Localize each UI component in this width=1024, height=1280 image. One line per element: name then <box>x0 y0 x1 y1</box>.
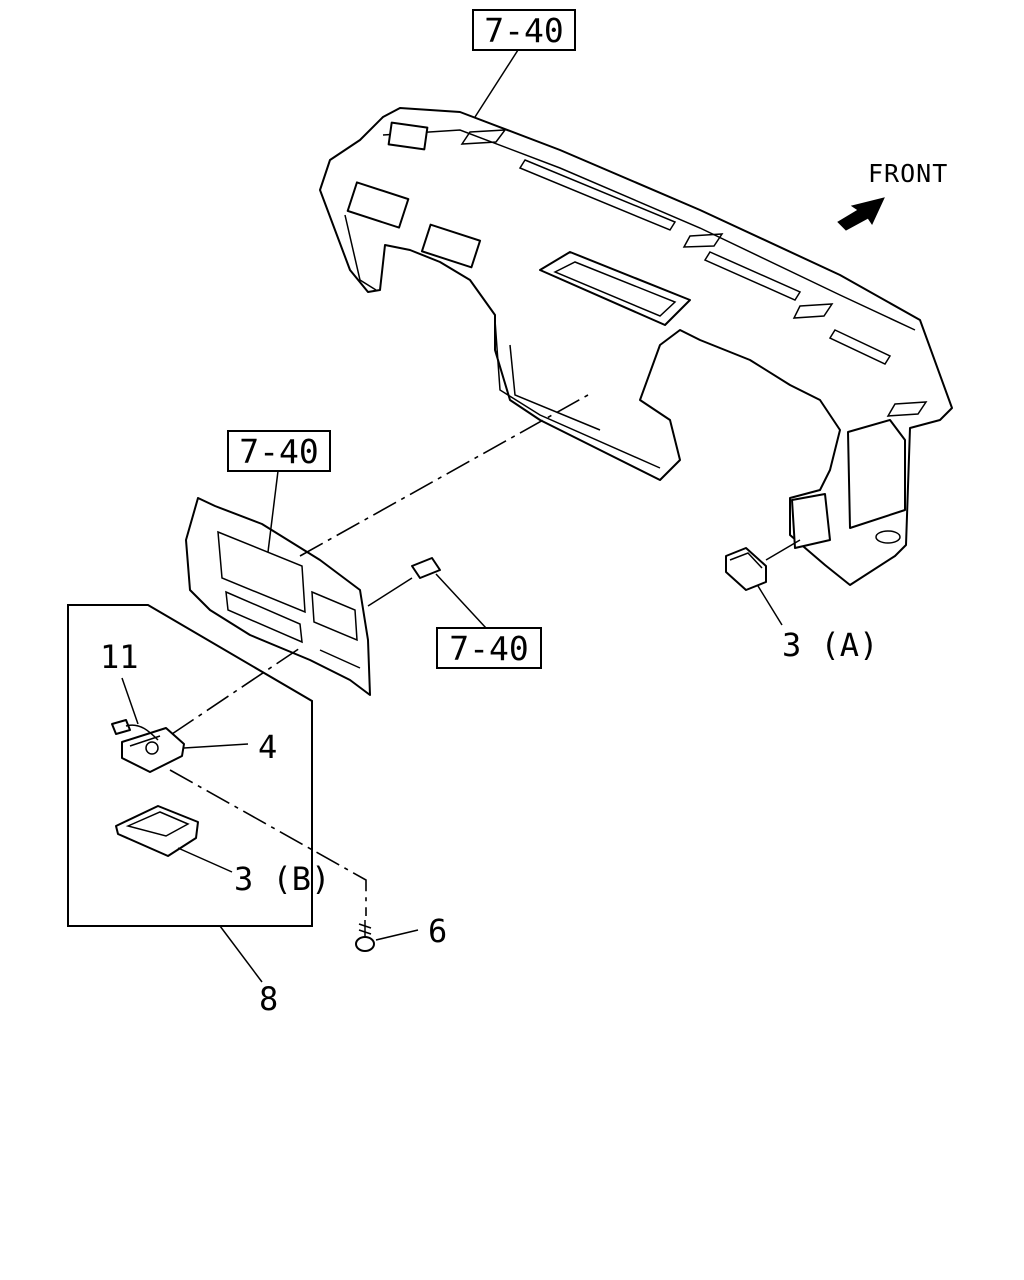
leader-3a <box>757 585 783 626</box>
clip <box>411 557 441 579</box>
phantom-line-bracket <box>171 647 301 735</box>
leader-11 <box>121 677 139 725</box>
leader-3b <box>177 847 233 873</box>
leader-clip <box>367 577 413 607</box>
phantom-line-bezel <box>299 394 589 557</box>
phantom-line-screw <box>169 769 367 916</box>
callout-3a: 3 (A) <box>782 626 878 664</box>
ref-box-middle-left[interactable]: 7-40 <box>227 430 331 472</box>
ref-label-middle-left: 7-40 <box>239 432 318 471</box>
callout-3b: 3 (B) <box>234 860 330 898</box>
callout-8: 8 <box>259 980 278 1018</box>
leader-pocket-3a-mount <box>765 539 801 561</box>
kit-outline <box>67 604 313 927</box>
ref-label-top: 7-40 <box>484 11 563 50</box>
ref-box-middle-right[interactable]: 7-40 <box>436 627 542 669</box>
callout-4: 4 <box>258 728 277 766</box>
ref-label-middle-right: 7-40 <box>449 629 528 668</box>
leader-middle-right-ref <box>435 573 487 629</box>
front-label: FRONT <box>868 159 948 188</box>
leader-8 <box>219 925 263 983</box>
pocket-3a[interactable] <box>725 547 767 591</box>
leader-6 <box>375 929 419 941</box>
ref-box-top[interactable]: 7-40 <box>472 9 576 51</box>
leader-4 <box>183 743 249 749</box>
callout-6: 6 <box>428 912 447 950</box>
front-arrow-icon <box>837 197 885 231</box>
leader-top-ref <box>474 49 519 118</box>
leader-middle-left-ref <box>267 470 279 553</box>
bracket-4[interactable] <box>111 719 185 773</box>
callout-11: 11 <box>100 638 139 676</box>
screw-6[interactable] <box>355 920 375 952</box>
center-bezel <box>185 497 371 696</box>
tray-3b[interactable] <box>115 805 199 857</box>
instrument-panel <box>319 107 953 586</box>
